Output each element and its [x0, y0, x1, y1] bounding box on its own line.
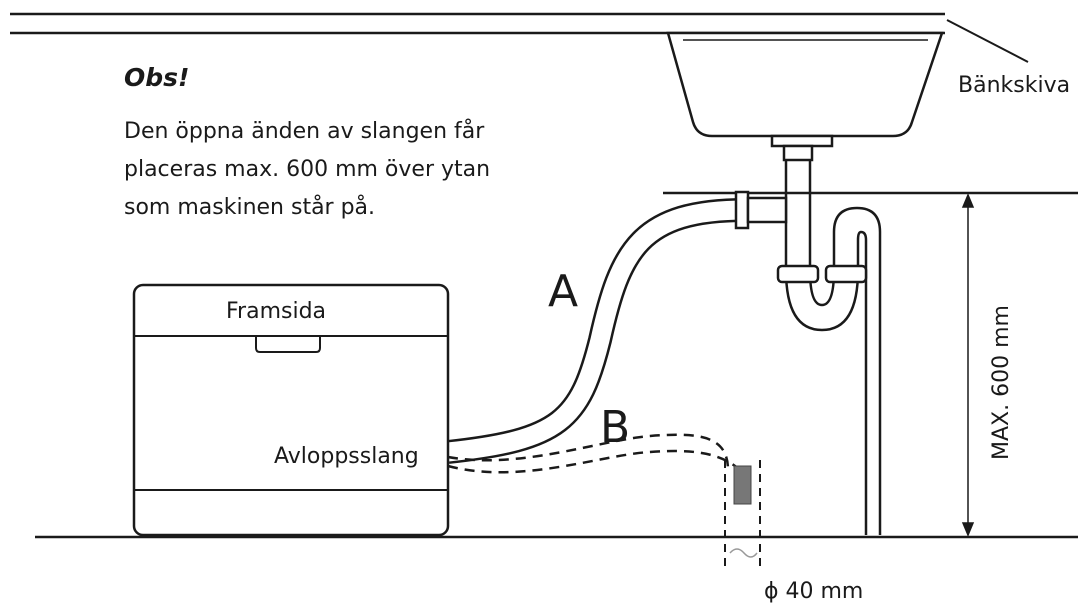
hose-a-body	[446, 200, 747, 462]
drain-water-mark	[729, 548, 758, 558]
hose-b-label: B	[600, 402, 630, 453]
drain-hose-label: Avloppsslang	[274, 444, 419, 469]
sink-drain-flange	[770, 134, 834, 148]
hose-a-label: A	[548, 266, 578, 317]
wall-pipe-inner	[856, 230, 868, 535]
dimension-arrow-top	[961, 193, 975, 208]
dishwasher	[132, 283, 450, 537]
hose-a	[446, 190, 788, 464]
door-handle	[255, 336, 321, 353]
hose-a-inlet	[746, 196, 788, 224]
trap-nut-right	[824, 264, 868, 284]
wall-pipe-outer	[832, 206, 882, 535]
floor-drain	[724, 460, 761, 568]
note-title: Obs!	[124, 63, 189, 92]
note-line-2: placeras max. 600 mm över ytan	[124, 157, 490, 182]
dishwasher-body	[132, 283, 450, 537]
hose-b	[447, 433, 741, 474]
sink-basin	[666, 31, 944, 138]
sink-drain-nut	[782, 144, 814, 162]
max-height-label: MAX. 600 mm	[989, 305, 1014, 460]
countertop-leader-line	[946, 19, 1029, 63]
note-line-1: Den öppna änden av slangen får	[124, 118, 485, 144]
trap-bend-inner	[808, 269, 836, 307]
p-trap	[776, 160, 882, 535]
dimension-arrow-bottom	[961, 522, 975, 537]
countertop-label: Bänkskiva	[958, 73, 1070, 98]
hose-a-connector	[734, 190, 750, 230]
trap-bend-outer	[784, 269, 860, 332]
pipe-diameter-label: ϕ 40 mm	[764, 579, 863, 604]
note-line-3: som maskinen står på.	[124, 194, 375, 220]
trap-nut-left	[776, 264, 820, 284]
hose-b-lower-edge	[447, 449, 741, 474]
front-label: Framsida	[226, 299, 326, 324]
sink	[666, 31, 944, 162]
height-dimension	[961, 193, 975, 537]
drain-strainer	[733, 465, 752, 505]
hose-b-upper-edge	[447, 433, 730, 471]
